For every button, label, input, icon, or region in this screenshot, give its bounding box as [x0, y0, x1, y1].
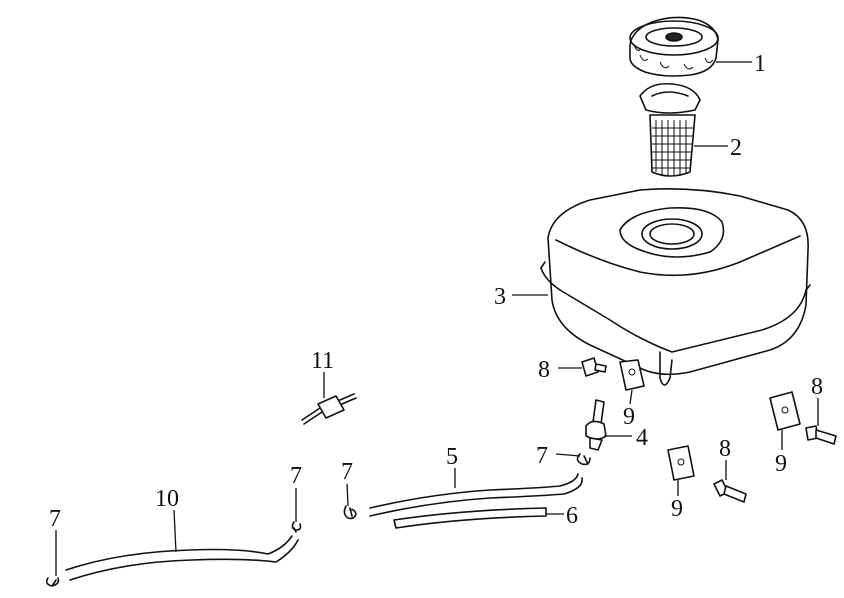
leader-line-10 — [173, 509, 177, 553]
callout-8c: 8 — [811, 374, 823, 400]
fuel-tank-part[interactable] — [540, 188, 811, 386]
callout-4: 4 — [636, 425, 648, 451]
fuel-strainer-part[interactable] — [639, 82, 701, 177]
callout-10: 10 — [155, 486, 179, 512]
callout-11: 11 — [311, 348, 334, 374]
callout-1: 1 — [754, 51, 766, 77]
callout-9a: 9 — [623, 404, 635, 430]
callout-7a: 7 — [536, 443, 548, 469]
callout-7b: 7 — [341, 459, 353, 485]
flange-bolt-parts[interactable] — [581, 357, 837, 503]
leader-line-7a — [555, 453, 581, 457]
fuel-valve-part[interactable] — [585, 399, 607, 451]
fuel-cap-part[interactable] — [629, 16, 719, 77]
callout-9c: 9 — [775, 451, 787, 477]
fuel-filter-part[interactable] — [301, 393, 357, 425]
callout-7c: 7 — [290, 463, 302, 489]
leader-line-9a — [629, 389, 633, 405]
callout-5: 5 — [446, 444, 458, 470]
callout-8a: 8 — [538, 357, 550, 383]
callout-9b: 9 — [671, 496, 683, 522]
callout-3: 3 — [494, 284, 506, 310]
callout-7d: 7 — [49, 506, 61, 532]
hose-clip-parts[interactable] — [45, 453, 591, 587]
callout-8b: 8 — [719, 436, 731, 462]
fuel-hose-10-part[interactable] — [65, 535, 299, 581]
mounting-plate-parts[interactable] — [619, 359, 801, 481]
callout-6: 6 — [566, 503, 578, 529]
callout-2: 2 — [730, 135, 742, 161]
fuel-hose-6-part[interactable] — [393, 507, 547, 529]
fuel-hose-5-part[interactable] — [369, 473, 583, 517]
leader-line-7b — [346, 483, 349, 507]
